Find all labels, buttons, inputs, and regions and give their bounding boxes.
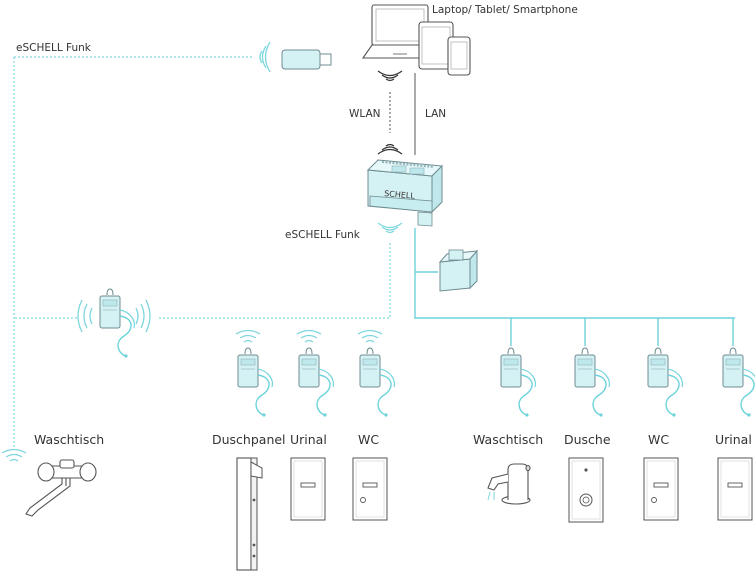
shower-panel-icon [236,457,263,571]
repeater-icon [99,288,136,359]
funk-mid-link [158,243,391,319]
funk-mid-label: eSCHELL Funk [285,229,361,241]
radio-module-icon [296,329,335,418]
funk-top-label: eSCHELL Funk [16,42,92,54]
radio-module-icon [357,329,396,418]
radio-module-icon [574,347,611,418]
fixture-label-urinal-1: Urinal [290,432,327,447]
fixture-label-waschtisch-1: Waschtisch [34,432,104,447]
wifi-wave-icon [259,41,271,73]
smartphone-icon [447,36,471,76]
shower-panel-icon [568,457,604,523]
wc-panel-icon [352,457,388,521]
wired-bus [414,228,735,346]
radio-module-icon [722,347,755,418]
fixture-label-waschtisch-2: Waschtisch [473,432,543,447]
wash-basin-faucet-icon [25,459,97,517]
fixture-label-urinal-2: Urinal [715,432,752,447]
urinal-panel-icon [717,457,753,521]
wlan-label: WLAN [349,108,381,120]
wifi-wave-icon [77,299,151,333]
urinal-panel-icon [290,457,326,521]
fixture-label-duschpanel: Duschpanel [212,432,286,447]
lan-label: LAN [425,108,446,120]
devices-label: Laptop/ Tablet/ Smartphone [432,4,578,16]
controller-icon: SCHELL [366,159,444,227]
radio-module-icon [500,347,537,418]
wifi-wave-icon [377,70,403,155]
wifi-wave-icon [1,448,27,462]
fixture-label-wc-2: WC [648,432,669,447]
din-module-icon [438,249,479,292]
usb-stick-icon [281,49,332,70]
sensor-faucet-icon [487,463,531,505]
radio-module-icon [235,329,274,418]
tablet-icon [418,21,454,70]
radio-module-icon [647,347,684,418]
wc-panel-icon [643,457,679,521]
fixture-label-wc-1: WC [358,432,379,447]
wifi-wave-icon [377,222,403,234]
controller-brand: SCHELL [384,189,416,201]
fixture-label-dusche: Dusche [564,432,611,447]
